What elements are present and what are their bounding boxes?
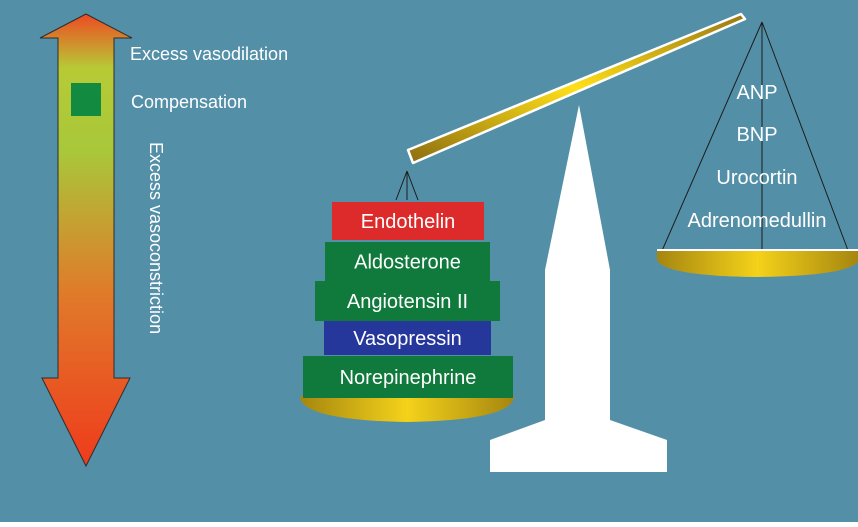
bnp-label: BNP bbox=[736, 124, 777, 146]
endothelin-label: Endothelin bbox=[361, 211, 456, 233]
vasopressin-label: Vasopressin bbox=[353, 328, 462, 350]
norepinephrine-label: Norepinephrine bbox=[340, 367, 477, 389]
anp-label: ANP bbox=[736, 82, 777, 104]
excess-vasodilation-label: Excess vasodilation bbox=[130, 44, 288, 64]
excess-vasoconstriction-label: Excess vasoconstriction bbox=[146, 142, 166, 334]
angiotensin-ii-label: Angiotensin II bbox=[347, 291, 468, 313]
urocortin-label: Urocortin bbox=[716, 167, 797, 189]
adrenomedullin-label: Adrenomedullin bbox=[688, 210, 827, 232]
aldosterone-label: Aldosterone bbox=[354, 252, 461, 274]
compensation-label: Compensation bbox=[131, 92, 247, 112]
compensation-band bbox=[71, 83, 101, 116]
